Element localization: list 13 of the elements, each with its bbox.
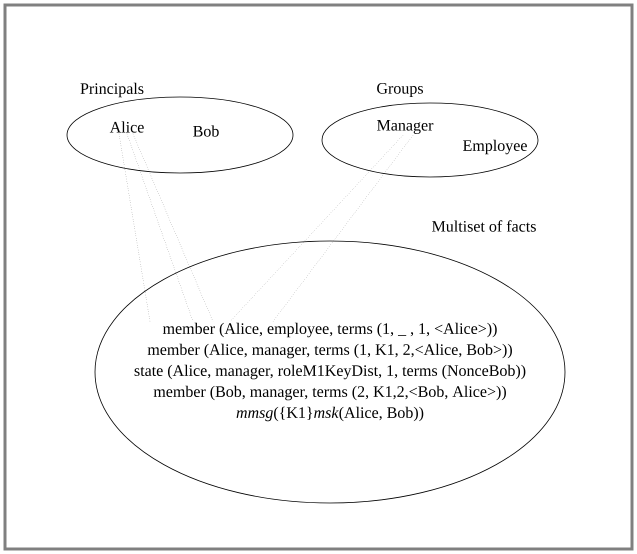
label: Manager <box>377 120 434 134</box>
heading: Principals <box>80 82 144 98</box>
label: Employee <box>463 140 527 154</box>
dotted-line <box>230 134 404 322</box>
heading: Groups <box>377 83 423 97</box>
label: Bob <box>193 125 219 137</box>
heading: Multiset of facts <box>432 220 536 232</box>
fact-list: member (Alice, employee, terms (1, _ , 1, <Alice>)) member (Alice, manager, terms (1, K1, 2,<Alice, Bob>)) state (Alice, manager, roleM1KeyDist, 1, terms (NonceBob)) member (Bob, manager, terms (2, K1,2,<Bob, Alice>)) mmsg({K1}msk(Alice, Bob)) <box>134 322 526 422</box>
dotted-line <box>272 134 414 322</box>
dotted-line <box>132 134 214 322</box>
dotted-line <box>118 134 150 322</box>
dotted-line <box>126 134 194 322</box>
label: Alice <box>110 121 144 133</box>
